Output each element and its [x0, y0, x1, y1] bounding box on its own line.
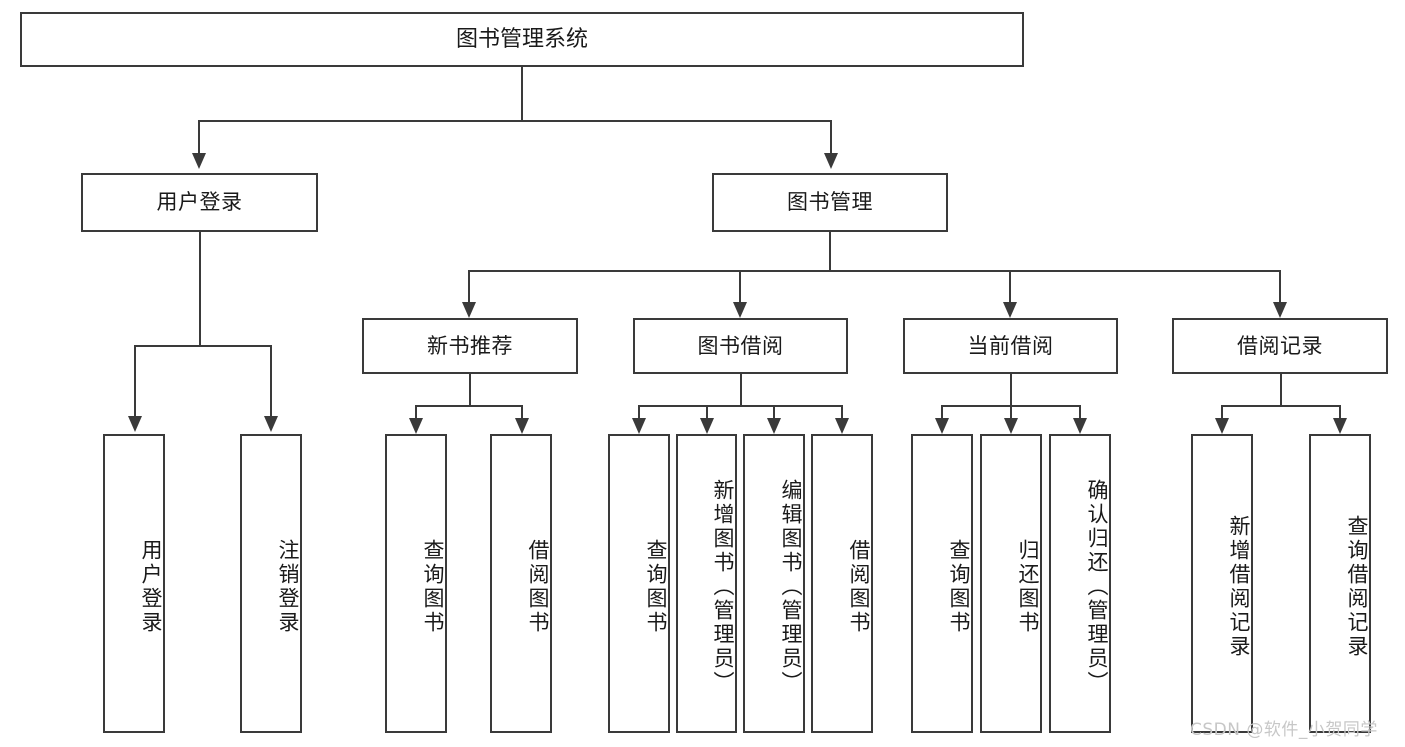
arrow-bm-to-borrow-record	[1273, 302, 1287, 318]
node-label: 编辑图书（管理员）	[779, 478, 803, 695]
node-label: 用户登录	[156, 190, 243, 215]
edge-bb-to-leaf-3	[773, 405, 775, 419]
node-label: 查询借阅记录	[1345, 514, 1369, 659]
node-label: 图书管理	[787, 190, 873, 215]
arrow-cb-to-leaf-2	[1004, 418, 1018, 434]
edge-root-bus	[198, 120, 832, 122]
arrow-nb-to-leaf-2	[515, 418, 529, 434]
leaf-book-borrow-4[interactable]: 借阅图书	[811, 434, 873, 733]
node-label: 新增图书（管理员）	[711, 478, 735, 695]
edge-bb-to-leaf-4	[841, 405, 843, 419]
node-label: 查询图书	[421, 538, 445, 635]
node-current-borrow[interactable]: 当前借阅	[903, 318, 1118, 374]
node-borrow-record[interactable]: 借阅记录	[1172, 318, 1388, 374]
leaf-book-borrow-3[interactable]: 编辑图书（管理员）	[743, 434, 805, 733]
edge-borrow-record-bus	[1221, 405, 1339, 407]
node-label: 借阅图书	[526, 538, 550, 635]
edge-user-login-stem	[199, 232, 201, 345]
arrow-bm-to-book-borrow	[733, 302, 747, 318]
leaf-user-login-2[interactable]: 注销登录	[240, 434, 302, 733]
leaf-current-borrow-1[interactable]: 查询图书	[911, 434, 973, 733]
arrow-root-to-user-login	[192, 153, 206, 169]
leaf-new-book-2[interactable]: 借阅图书	[490, 434, 552, 733]
node-label: 新增借阅记录	[1227, 514, 1251, 659]
leaf-borrow-record-1[interactable]: 新增借阅记录	[1191, 434, 1253, 733]
edge-bb-to-leaf-1	[638, 405, 640, 419]
edge-root-stem	[521, 67, 523, 120]
leaf-book-borrow-1[interactable]: 查询图书	[608, 434, 670, 733]
arrow-cb-to-leaf-3	[1073, 418, 1087, 434]
arrow-bb-to-leaf-1	[632, 418, 646, 434]
arrow-user-login-to-leaf-1	[128, 416, 142, 432]
edge-bm-to-current-borrow	[1009, 270, 1011, 303]
edge-book-borrow-stem	[740, 374, 742, 405]
edge-user-login-to-leaf-2	[270, 345, 272, 417]
node-label: 查询图书	[947, 538, 971, 635]
node-label: 查询图书	[644, 538, 668, 635]
leaf-current-borrow-2[interactable]: 归还图书	[980, 434, 1042, 733]
arrow-cb-to-leaf-1	[935, 418, 949, 434]
node-user-login[interactable]: 用户登录	[81, 173, 318, 232]
arrow-nb-to-leaf-1	[409, 418, 423, 434]
arrow-br-to-leaf-2	[1333, 418, 1347, 434]
node-label: 归还图书	[1016, 538, 1040, 635]
arrow-bb-to-leaf-3	[767, 418, 781, 434]
node-label: 借阅记录	[1237, 333, 1323, 358]
node-label: 借阅图书	[847, 538, 871, 635]
edge-cb-to-leaf-2	[1010, 405, 1012, 419]
edge-book-borrow-bus	[638, 405, 843, 407]
edge-bm-to-borrow-record	[1279, 270, 1281, 303]
edge-bm-to-book-borrow	[739, 270, 741, 303]
arrow-bm-to-new-book	[462, 302, 476, 318]
edge-user-login-to-leaf-1	[134, 345, 136, 417]
edge-bb-to-leaf-2	[706, 405, 708, 419]
edge-bm-to-new-book	[468, 270, 470, 303]
node-new-book-recommend[interactable]: 新书推荐	[362, 318, 578, 374]
edge-br-to-leaf-1	[1221, 405, 1223, 419]
edge-book-management-bus	[468, 270, 1280, 272]
edge-root-to-user-login	[198, 120, 200, 154]
leaf-new-book-1[interactable]: 查询图书	[385, 434, 447, 733]
edge-nb-to-leaf-2	[521, 405, 523, 419]
edge-cb-to-leaf-3	[1079, 405, 1081, 419]
leaf-current-borrow-3[interactable]: 确认归还（管理员）	[1049, 434, 1111, 733]
edge-br-to-leaf-2	[1339, 405, 1341, 419]
edge-cb-to-leaf-1	[941, 405, 943, 419]
node-label: 新书推荐	[427, 333, 513, 358]
node-label: 当前借阅	[967, 333, 1054, 358]
edge-new-book-bus	[415, 405, 523, 407]
node-label: 图书借阅	[697, 333, 784, 358]
arrow-br-to-leaf-1	[1215, 418, 1229, 434]
node-label: 确认归还（管理员）	[1085, 478, 1109, 695]
edge-current-borrow-stem	[1010, 374, 1012, 405]
node-label: 图书管理系统	[455, 26, 588, 52]
node-root-book-management-system[interactable]: 图书管理系统	[20, 12, 1024, 67]
arrow-bb-to-leaf-2	[700, 418, 714, 434]
arrow-root-to-book-management	[824, 153, 838, 169]
node-label: 用户登录	[139, 538, 163, 635]
node-label: 注销登录	[276, 538, 300, 635]
node-book-management[interactable]: 图书管理	[712, 173, 948, 232]
leaf-user-login-1[interactable]: 用户登录	[103, 434, 165, 733]
edge-user-login-bus	[134, 345, 272, 347]
edge-root-to-book-management	[830, 120, 832, 154]
leaf-book-borrow-2[interactable]: 新增图书（管理员）	[676, 434, 737, 733]
edge-new-book-stem	[469, 374, 471, 405]
edge-borrow-record-stem	[1280, 374, 1282, 405]
node-book-borrow[interactable]: 图书借阅	[633, 318, 848, 374]
edge-nb-to-leaf-1	[415, 405, 417, 419]
edge-book-management-stem	[829, 232, 831, 270]
arrow-user-login-to-leaf-2	[264, 416, 278, 432]
arrow-bb-to-leaf-4	[835, 418, 849, 434]
arrow-bm-to-current-borrow	[1003, 302, 1017, 318]
leaf-borrow-record-2[interactable]: 查询借阅记录	[1309, 434, 1371, 733]
